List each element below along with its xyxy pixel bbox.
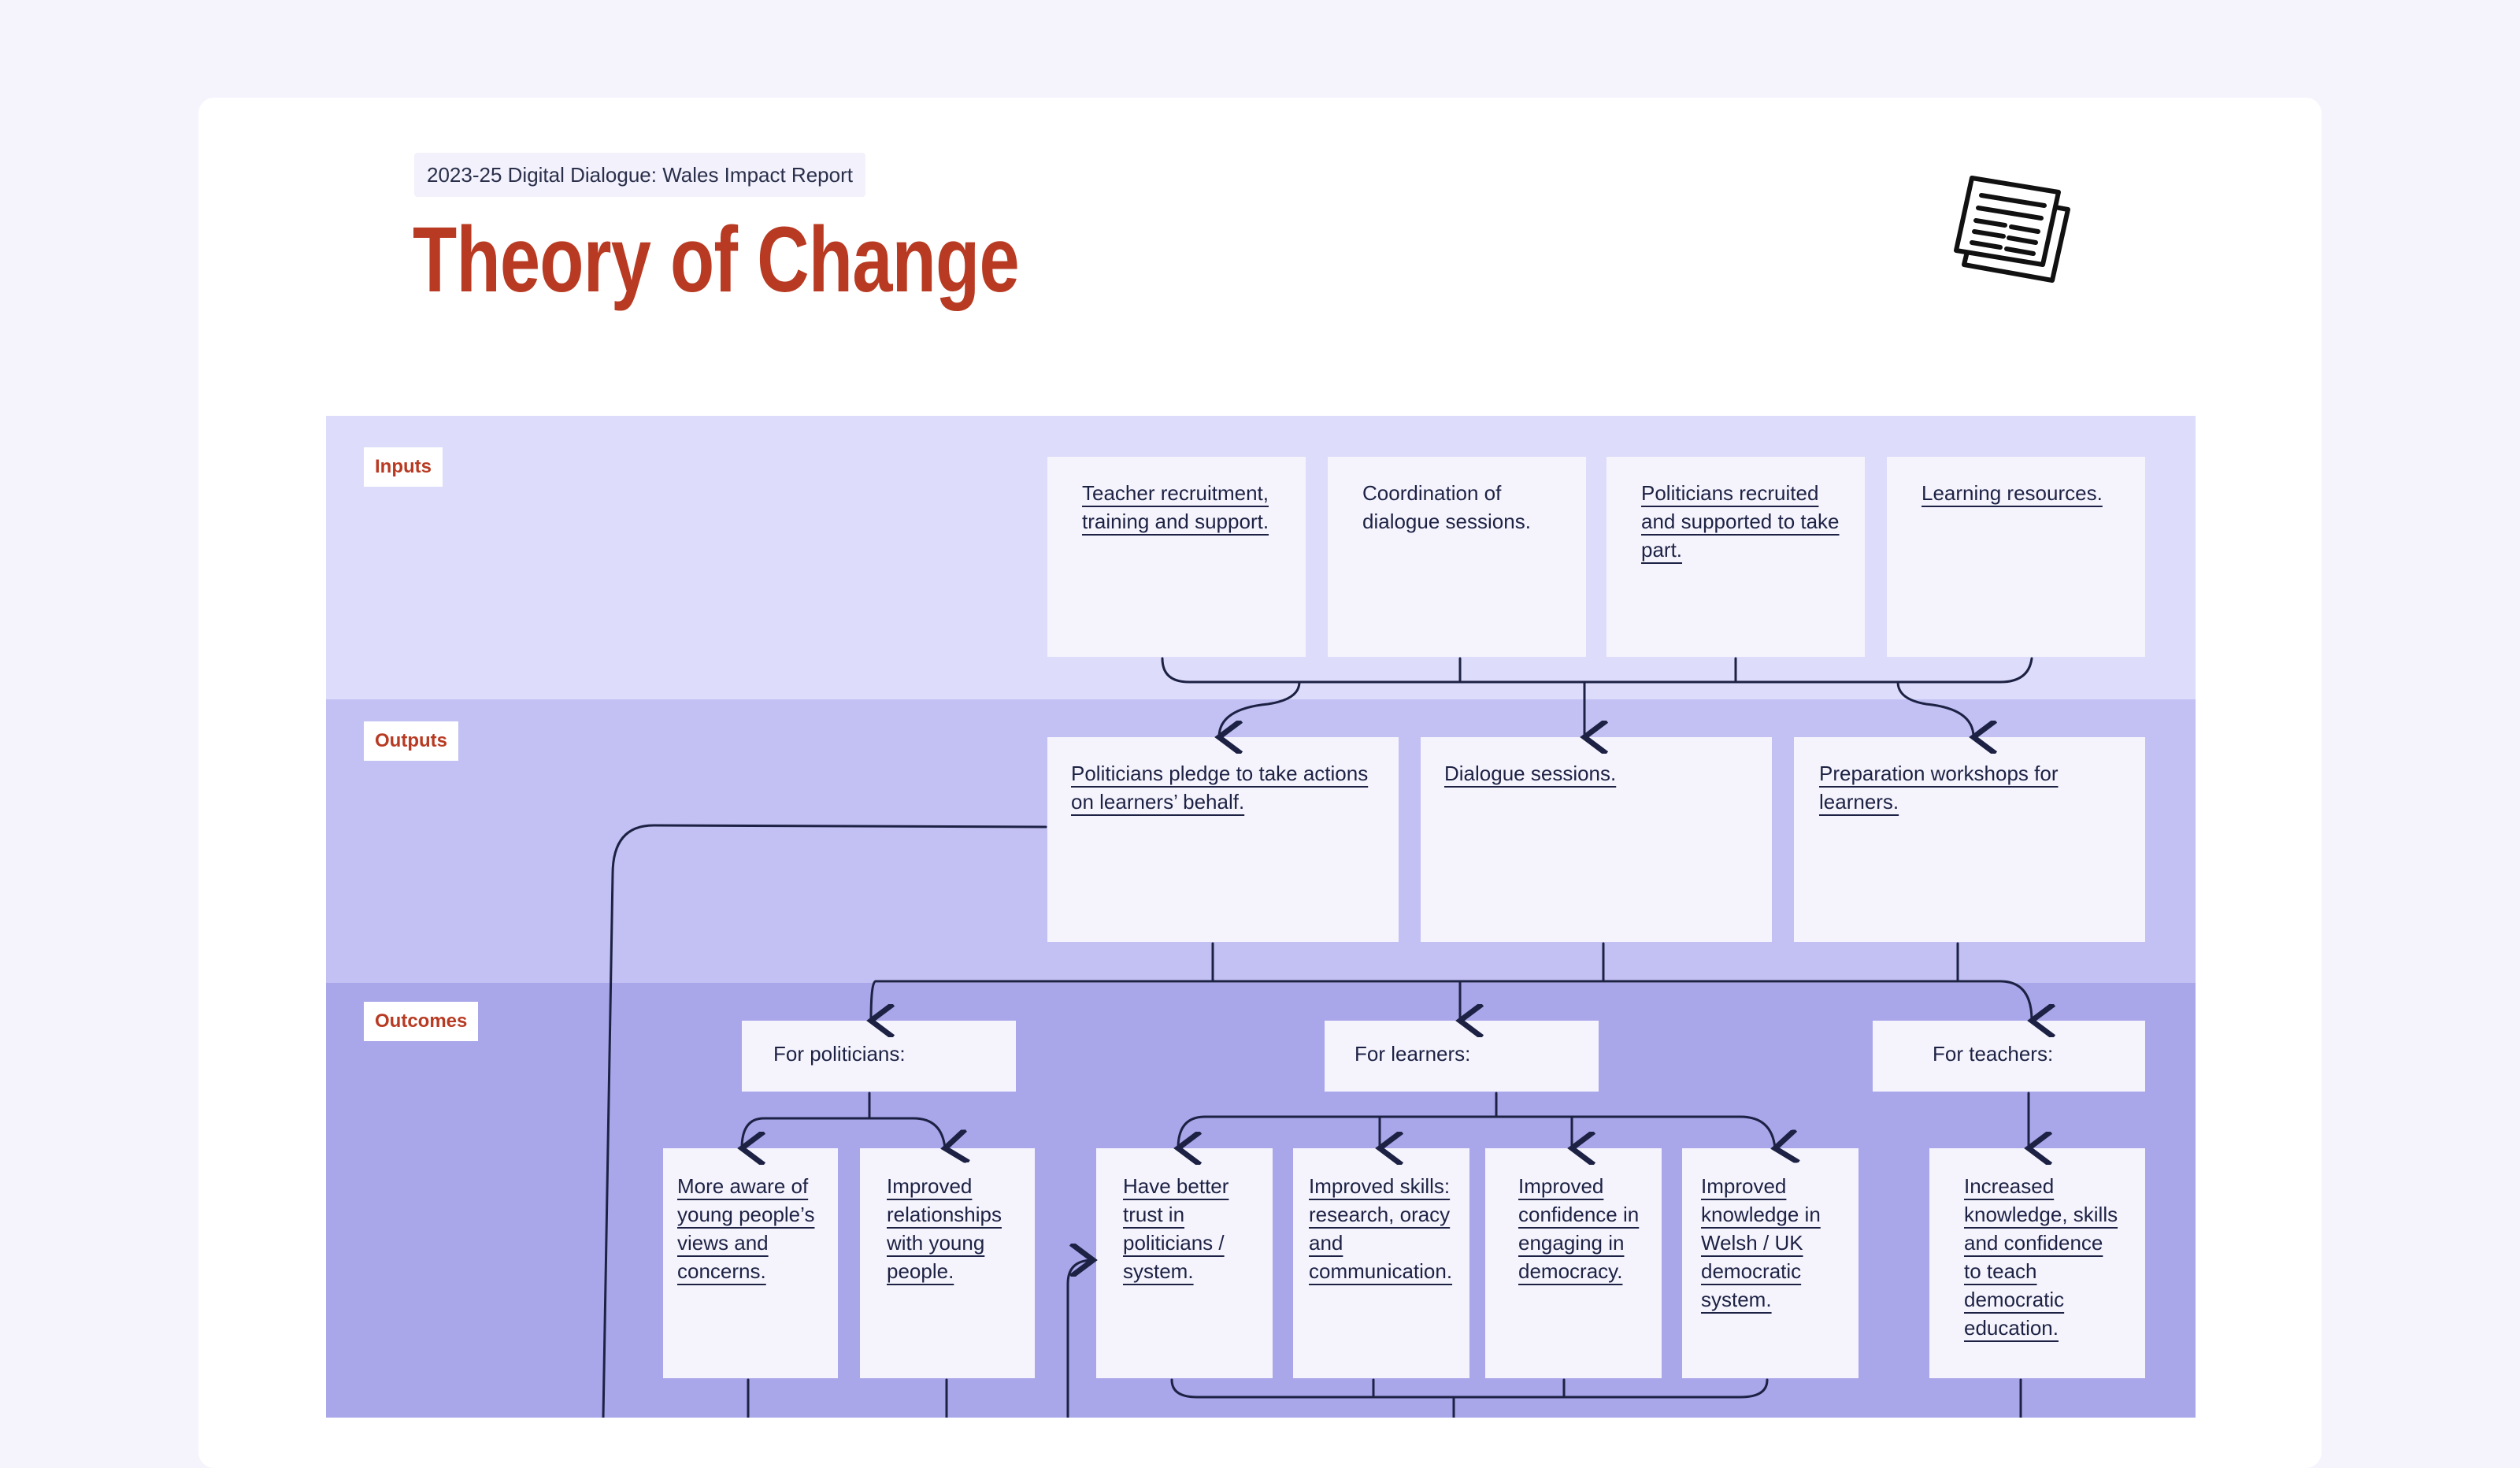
box-text: Improved skills: research, oracy and com… (1309, 1174, 1453, 1283)
outcome-box-improved-knowledge: Improved knowledge in Welsh / UK democra… (1682, 1148, 1858, 1378)
box-text: More aware of young people’s views and c… (677, 1174, 815, 1283)
outcome-box-improved-confidence: Improved confidence in engaging in democ… (1485, 1148, 1662, 1378)
box-text: For learners: (1354, 1042, 1471, 1066)
box-text: Politicians pledge to take actions on le… (1071, 762, 1369, 814)
box-text: Politicians recruited and supported to t… (1641, 481, 1840, 562)
box-text: Coordination of dialogue sessions. (1362, 481, 1531, 533)
box-text: Have better trust in politicians / syste… (1123, 1174, 1229, 1283)
outputs-label: Outputs (364, 721, 458, 761)
group-header-politicians: For politicians: (742, 1021, 1016, 1092)
newspaper-icon (1954, 176, 2070, 283)
input-box-coordination: Coordination of dialogue sessions. (1328, 457, 1586, 657)
input-box-teacher-recruitment: Teacher recruitment, training and suppor… (1047, 457, 1306, 657)
input-box-learning-resources: Learning resources. (1887, 457, 2145, 657)
group-header-learners: For learners: (1325, 1021, 1599, 1092)
input-box-politicians-recruited: Politicians recruited and supported to t… (1606, 457, 1865, 657)
box-text: For politicians: (773, 1042, 906, 1066)
group-header-teachers: For teachers: (1873, 1021, 2145, 1092)
outcome-box-increased-knowledge: Increased knowledge, skills and confiden… (1929, 1148, 2145, 1378)
output-box-preparation-workshops: Preparation workshops for learners. (1794, 737, 2145, 942)
outcomes-label: Outcomes (364, 1002, 479, 1041)
box-text: Dialogue sessions. (1444, 762, 1617, 785)
output-box-politicians-pledge: Politicians pledge to take actions on le… (1047, 737, 1399, 942)
box-text: Improved confidence in engaging in democ… (1518, 1174, 1640, 1283)
box-text: Preparation workshops for learners. (1819, 762, 2059, 814)
outcome-box-better-trust: Have better trust in politicians / syste… (1096, 1148, 1273, 1378)
box-text: Improved knowledge in Welsh / UK democra… (1701, 1174, 1821, 1311)
outcome-box-improved-skills: Improved skills: research, oracy and com… (1293, 1148, 1469, 1378)
box-text: Learning resources. (1922, 481, 2103, 505)
page-title: Theory of Change (413, 208, 1020, 312)
outcome-box-more-aware: More aware of young people’s views and c… (663, 1148, 838, 1378)
box-text: Teacher recruitment, training and suppor… (1082, 481, 1269, 533)
outcome-box-improved-relationships: Improved relationships with young people… (860, 1148, 1035, 1378)
report-tag: 2023-25 Digital Dialogue: Wales Impact R… (414, 153, 865, 197)
box-text: Improved relationships with young people… (887, 1174, 1002, 1283)
inputs-label: Inputs (364, 447, 443, 487)
box-text: For teachers: (1933, 1042, 2054, 1066)
output-box-dialogue-sessions: Dialogue sessions. (1421, 737, 1772, 942)
box-text: Increased knowledge, skills and confiden… (1964, 1174, 2118, 1340)
